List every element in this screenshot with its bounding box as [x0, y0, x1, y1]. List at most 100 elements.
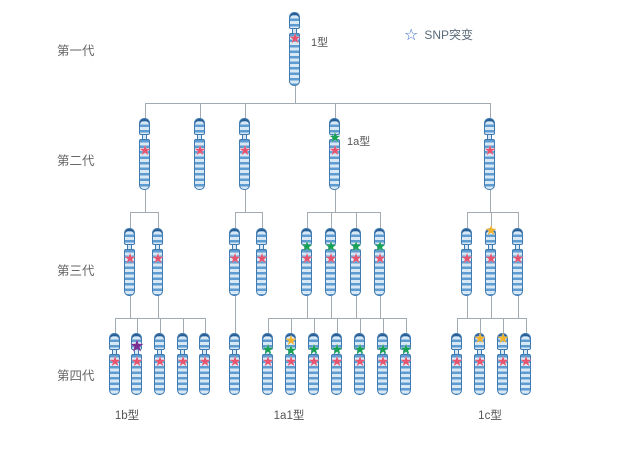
- snp-star-pink-icon: ★: [349, 251, 363, 267]
- centromere: [157, 350, 162, 354]
- snp-star-pink-icon: ★: [255, 251, 269, 267]
- snp-star-pink-icon: ★: [460, 251, 474, 267]
- centromere: [328, 245, 333, 249]
- connector-line: [457, 318, 458, 333]
- snp-star-pink-icon: ★: [519, 354, 533, 370]
- connector-line: [137, 318, 138, 333]
- chromosome-top-arm: [474, 333, 485, 350]
- connector-line: [335, 190, 336, 212]
- snp-star-pink-icon: ★: [376, 354, 390, 370]
- centromere: [334, 350, 339, 354]
- chromosome: [177, 333, 188, 395]
- connector-line: [467, 212, 468, 228]
- centromere: [265, 350, 270, 354]
- chromosome-bottom-arm: [308, 354, 319, 395]
- chromosome: [520, 333, 531, 395]
- snp-star-green-icon: ★: [328, 130, 342, 146]
- connector-line: [235, 212, 236, 228]
- chromosome-top-arm: [177, 333, 188, 350]
- chromosome-bottom-arm: [289, 33, 300, 86]
- connector-line: [115, 318, 116, 333]
- chromosome-bottom-arm: [374, 249, 385, 296]
- chromosome-top-arm: [497, 333, 508, 350]
- chromosome-top-arm: [154, 333, 165, 350]
- snp-star-yellow-icon: ★: [473, 331, 487, 347]
- chromosome-bottom-arm: [350, 249, 361, 296]
- snp-star-pink-icon: ★: [484, 251, 498, 267]
- chromosome-top-arm: [239, 118, 250, 135]
- snp-star-pink-icon: ★: [328, 143, 342, 159]
- chromosome-bottom-arm: [400, 354, 411, 395]
- connector-line: [360, 318, 361, 333]
- connector-line: [130, 212, 131, 228]
- chromosome: [124, 228, 135, 296]
- snp-star-pink-icon: ★: [324, 251, 338, 267]
- chromosome: [308, 333, 319, 395]
- connector-line: [245, 103, 246, 118]
- centromere: [357, 350, 362, 354]
- chromosome-bottom-arm: [497, 354, 508, 395]
- chromosome-bottom-arm: [474, 354, 485, 395]
- snp-star-green-icon: ★: [324, 239, 338, 255]
- type-label: 1a型: [347, 136, 371, 148]
- chromosome: [484, 118, 495, 190]
- centromere: [180, 350, 185, 354]
- chromosome: [285, 333, 296, 395]
- connector-line: [235, 212, 263, 213]
- chromosome-top-arm: [512, 228, 523, 245]
- chromosome-top-arm: [131, 333, 142, 350]
- centromere: [515, 245, 520, 249]
- snp-star-pink-icon: ★: [108, 354, 122, 370]
- chromosome: [512, 228, 523, 296]
- snp-star-yellow-icon: ★: [484, 223, 498, 239]
- chromosome-top-arm: [289, 12, 300, 29]
- chromosome-bottom-arm: [329, 139, 340, 190]
- chromosome-top-arm: [109, 333, 120, 350]
- centromere: [353, 245, 358, 249]
- snp-star-pink-icon: ★: [284, 354, 298, 370]
- chromosome-bottom-arm: [109, 354, 120, 395]
- chromosome: [109, 333, 120, 395]
- chromosome: [331, 333, 342, 395]
- centromere: [155, 245, 160, 249]
- centromere: [454, 350, 459, 354]
- connector-line: [331, 212, 332, 228]
- snp-legend-star-icon: ☆: [404, 24, 419, 44]
- connector-line: [491, 296, 492, 318]
- snp-star-yellow-icon: ★: [284, 333, 298, 349]
- chromosome-bottom-arm: [256, 249, 267, 296]
- connector-line: [262, 212, 263, 228]
- chromosome-bottom-arm: [285, 354, 296, 395]
- chromosome: [239, 118, 250, 190]
- chromosome: [497, 333, 508, 395]
- snp-star-green-icon: ★: [330, 342, 344, 358]
- snp-star-green-icon: ★: [353, 342, 367, 358]
- snp-star-green-icon: ★: [376, 342, 390, 358]
- chromosome-top-arm: [124, 228, 135, 245]
- chromosome-bottom-arm: [520, 354, 531, 395]
- connector-line: [406, 318, 407, 333]
- connector-line: [145, 103, 146, 118]
- chromosome-top-arm: [285, 333, 296, 350]
- connector-line: [526, 318, 527, 333]
- snp-star-green-icon: ★: [373, 239, 387, 255]
- chromosome: [131, 333, 142, 395]
- chromosome-top-arm: [199, 333, 210, 350]
- connector-line: [183, 318, 184, 333]
- chromosome-top-arm: [350, 228, 361, 245]
- chromosome-top-arm: [229, 333, 240, 350]
- connector-line: [307, 296, 308, 318]
- snp-star-pink-icon: ★: [288, 31, 302, 47]
- centromere: [242, 135, 247, 139]
- chromosome-top-arm: [374, 228, 385, 245]
- chromosome: [289, 12, 300, 86]
- connector-line: [383, 318, 384, 333]
- snp-star-pink-icon: ★: [307, 354, 321, 370]
- chromosome-bottom-arm: [229, 354, 240, 395]
- centromere: [232, 350, 237, 354]
- snp-star-pink-icon: ★: [330, 354, 344, 370]
- connector-line: [331, 296, 332, 318]
- centromere: [202, 350, 207, 354]
- snp-star-pink-icon: ★: [198, 354, 212, 370]
- snp-star-pink-icon: ★: [151, 251, 165, 267]
